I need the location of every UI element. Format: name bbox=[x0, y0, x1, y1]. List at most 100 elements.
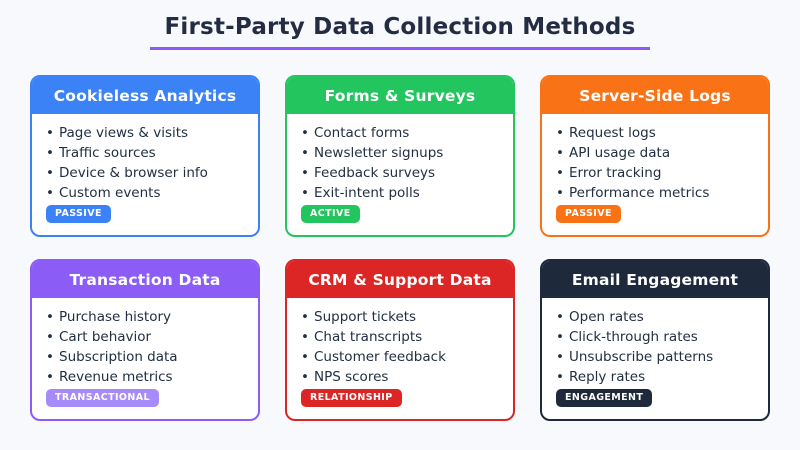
card-body: • Request logs • API usage data • Error tra… bbox=[542, 114, 768, 235]
card-title: Email Engagement bbox=[571, 270, 739, 289]
bullet-icon: • bbox=[46, 329, 54, 345]
list-item: • Cart behavior bbox=[46, 327, 244, 347]
bullet-icon: • bbox=[556, 309, 564, 325]
bullet-icon: • bbox=[46, 165, 54, 181]
card-forms-surveys: Forms & Surveys • Contact forms • Newslett… bbox=[285, 75, 515, 237]
bullet-icon: • bbox=[301, 145, 309, 161]
card-header: Server-Side Logs bbox=[542, 77, 768, 114]
page-title: First-Party Data Collection Methods bbox=[150, 14, 650, 50]
list-item: • Error tracking bbox=[556, 163, 754, 183]
status-badge: TRANSACTIONAL bbox=[46, 389, 159, 407]
list-item-label: Custom events bbox=[59, 185, 161, 201]
card-body: • Open rates • Click-through rates • Unsubs… bbox=[542, 298, 768, 419]
list-item-label: Device & browser info bbox=[59, 165, 208, 181]
card-title: Transaction Data bbox=[69, 270, 221, 289]
card-body: • Purchase history • Cart behavior • Subscr… bbox=[32, 298, 258, 419]
card-header: Email Engagement bbox=[542, 261, 768, 298]
card-list: • Page views & visits • Traffic sources • D… bbox=[46, 123, 244, 203]
list-item: • Reply rates bbox=[556, 367, 754, 387]
list-item: •Custom events bbox=[46, 183, 244, 203]
list-item: • Support tickets bbox=[301, 307, 499, 327]
list-item-label: Feedback surveys bbox=[314, 165, 436, 181]
bullet-icon: • bbox=[556, 185, 564, 201]
bullet-icon: • bbox=[46, 125, 54, 141]
list-item-label: Contact forms bbox=[314, 125, 410, 141]
bullet-icon: • bbox=[556, 349, 564, 365]
list-item-label: Click-through rates bbox=[569, 329, 698, 345]
list-item: • NPS scores bbox=[301, 367, 499, 387]
card-header: CRM & Support Data bbox=[287, 261, 513, 298]
bullet-icon: • bbox=[556, 145, 564, 161]
list-item: • Request logs bbox=[556, 123, 754, 143]
list-item: • Performance metrics bbox=[556, 183, 754, 203]
card-title: CRM & Support Data bbox=[308, 270, 492, 289]
bullet-icon: • bbox=[46, 309, 54, 325]
card-title: Cookieless Analytics bbox=[53, 86, 237, 105]
list-item-label: Traffic sources bbox=[59, 145, 156, 161]
list-item-label: Support tickets bbox=[314, 309, 417, 325]
list-item-label: Request logs bbox=[569, 125, 656, 141]
list-item-label: Unsubscribe patterns bbox=[569, 349, 714, 365]
list-item-label: Newsletter signups bbox=[314, 145, 444, 161]
list-item: • Revenue metrics bbox=[46, 367, 244, 387]
card-list: • Open rates • Click-through rates • Unsubs… bbox=[556, 307, 754, 387]
list-item-label: Cart behavior bbox=[59, 329, 152, 345]
list-item: • Newsletter signups bbox=[301, 143, 499, 163]
bullet-icon: • bbox=[301, 329, 309, 345]
list-item: • Customer feedback bbox=[301, 347, 499, 367]
card-title: Server-Side Logs bbox=[579, 86, 731, 105]
bullet-icon: • bbox=[301, 349, 309, 365]
list-item: • Contact forms bbox=[301, 123, 499, 143]
card-title: Forms & Surveys bbox=[324, 86, 476, 105]
status-badge: ENGAGEMENT bbox=[556, 389, 653, 407]
bullet-icon: • bbox=[301, 185, 309, 201]
list-item: • Purchase history bbox=[46, 307, 244, 327]
bullet-icon: • bbox=[301, 369, 309, 385]
list-item-label: Open rates bbox=[569, 309, 644, 325]
list-item: • Open rates bbox=[556, 307, 754, 327]
bullet-icon: • bbox=[556, 165, 564, 181]
bullet-icon: • bbox=[46, 349, 54, 365]
card-server-side-logs: Server-Side Logs • Request logs • API usag… bbox=[540, 75, 770, 237]
card-body: • Support tickets •Chat transcripts • Cust… bbox=[287, 298, 513, 419]
card-body: • Contact forms • Newsletter signups • Feed… bbox=[287, 114, 513, 235]
list-item-label: Page views & visits bbox=[59, 125, 189, 141]
list-item: • Traffic sources bbox=[46, 143, 244, 163]
card-body: • Page views & visits • Traffic sources • D… bbox=[32, 114, 258, 235]
bullet-icon: • bbox=[46, 145, 54, 161]
card-list: • Request logs • API usage data • Error tra… bbox=[556, 123, 754, 203]
card-list: • Contact forms • Newsletter signups • Feed… bbox=[301, 123, 499, 203]
list-item: •Chat transcripts bbox=[301, 327, 499, 347]
list-item-label: Customer feedback bbox=[314, 349, 446, 365]
page: First-Party Data Collection Methods Cook… bbox=[30, 14, 770, 421]
card-header: Cookieless Analytics bbox=[32, 77, 258, 114]
card-transaction-data: Transaction Data • Purchase history • Cart… bbox=[30, 259, 260, 421]
bullet-icon: • bbox=[556, 329, 564, 345]
list-item: • API usage data bbox=[556, 143, 754, 163]
status-badge: PASSIVE bbox=[556, 205, 621, 223]
list-item-label: Subscription data bbox=[59, 349, 178, 365]
card-header: Transaction Data bbox=[32, 261, 258, 298]
list-item-label: NPS scores bbox=[314, 369, 389, 385]
list-item: • Feedback surveys bbox=[301, 163, 499, 183]
bullet-icon: • bbox=[301, 309, 309, 325]
bullet-icon: • bbox=[46, 369, 54, 385]
card-header: Forms & Surveys bbox=[287, 77, 513, 114]
list-item-label: Error tracking bbox=[569, 165, 662, 181]
bullet-icon: • bbox=[556, 125, 564, 141]
status-badge: RELATIONSHIP bbox=[301, 389, 402, 407]
list-item-label: Performance metrics bbox=[569, 185, 710, 201]
list-item: • Subscription data bbox=[46, 347, 244, 367]
list-item-label: Exit-intent polls bbox=[314, 185, 420, 201]
list-item-label: Purchase history bbox=[59, 309, 172, 325]
bullet-icon: • bbox=[556, 369, 564, 385]
bullet-icon: • bbox=[301, 165, 309, 181]
list-item: • Unsubscribe patterns bbox=[556, 347, 754, 367]
list-item-label: API usage data bbox=[569, 145, 671, 161]
card-list: • Purchase history • Cart behavior • Subscr… bbox=[46, 307, 244, 387]
bullet-icon: • bbox=[301, 125, 309, 141]
list-item-label: Revenue metrics bbox=[59, 369, 173, 385]
list-item-label: Reply rates bbox=[569, 369, 646, 385]
card-list: • Support tickets •Chat transcripts • Cust… bbox=[301, 307, 499, 387]
list-item: • Device & browser info bbox=[46, 163, 244, 183]
